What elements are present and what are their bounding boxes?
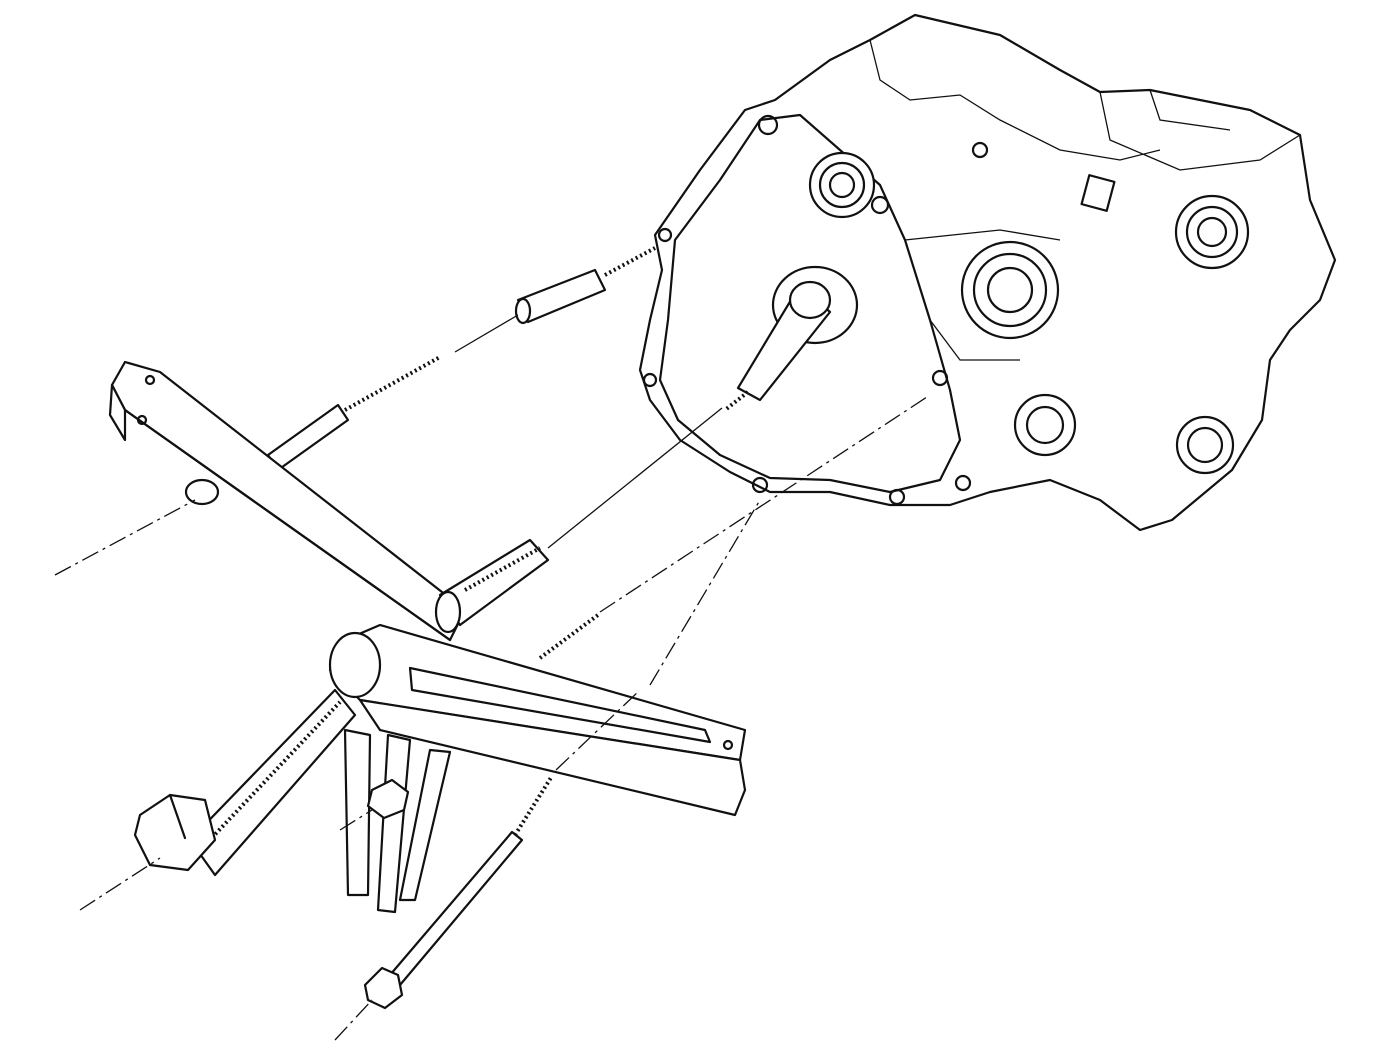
forcing-screw-cone: [434, 538, 550, 634]
puller-crossbar: [108, 360, 467, 642]
lower-ports: [1013, 174, 1235, 475]
threaded-stud-upper: [604, 246, 656, 277]
center-hex-bolt: [133, 688, 357, 877]
crankshaft-stub: [723, 265, 859, 412]
center-lines: [54, 394, 931, 1041]
puller-legs: [343, 728, 452, 914]
alignment-line-center: [547, 407, 723, 549]
seal-bearing: [808, 151, 876, 219]
gasket-face-edge: [658, 113, 962, 494]
long-hex-bolt: [363, 774, 554, 1010]
small-stud: [538, 613, 600, 660]
casting-rib-lines: [869, 39, 1301, 361]
crankcase-half: [638, 13, 1337, 532]
spacer-sleeve: [514, 268, 607, 325]
puller-yoke-arm: [328, 623, 747, 817]
alignment-line-upper: [454, 314, 519, 353]
main-bearing: [960, 240, 1060, 340]
threaded-rod: [266, 355, 441, 472]
countershaft-bearing: [1174, 194, 1250, 270]
bolt-holes: [642, 114, 989, 506]
